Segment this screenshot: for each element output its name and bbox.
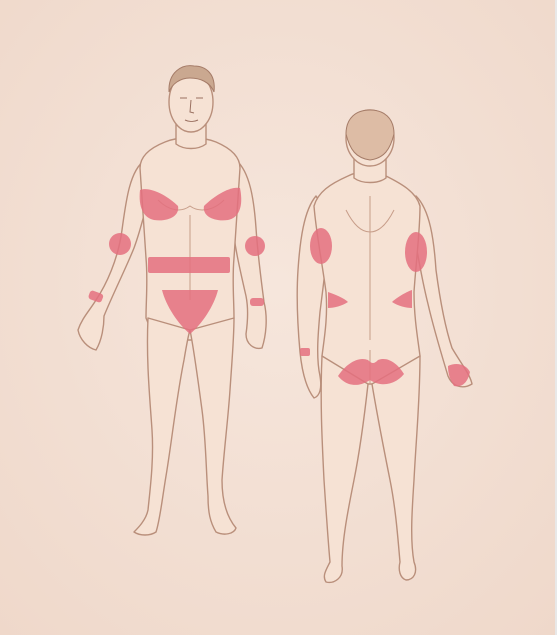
front-waistband-highlight	[148, 257, 230, 273]
front-right-wrist-highlight	[250, 298, 264, 306]
front-right-elbow-highlight	[245, 236, 265, 256]
back-torso	[314, 172, 420, 385]
front-left-elbow-highlight	[109, 233, 131, 255]
back-left-upper-arm-highlight	[310, 228, 332, 264]
back-left-wrist-highlight	[300, 348, 310, 356]
back-right-upper-arm-highlight	[405, 232, 427, 272]
